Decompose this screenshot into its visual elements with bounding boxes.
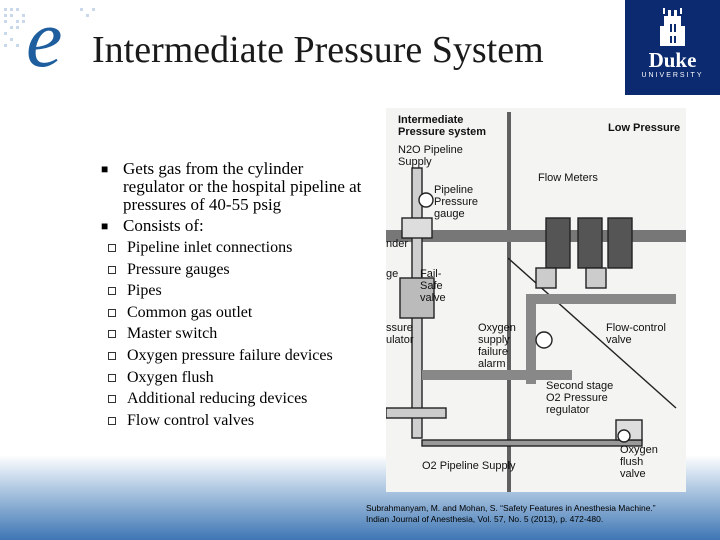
bullet-list: ■ Gets gas from the cylinder regulator o… (101, 160, 363, 433)
sub-bullet-item: Flow control valves (100, 412, 363, 430)
square-bullet-icon: ■ (101, 219, 109, 233)
diagram-heading: Intermediate Pressure system (398, 114, 487, 138)
diagram-second-stage: Second stage O2 Pressure regulator (546, 380, 614, 416)
bullet-text: Consists of: (123, 216, 204, 235)
hollow-square-bullet-icon (108, 351, 116, 360)
diagram-o2-supply: O2 Pipeline Supply (422, 460, 516, 472)
sub-bullet-text: Pipeline inlet connections (127, 239, 293, 256)
svg-text:e: e (26, 0, 62, 84)
hollow-square-bullet-icon (108, 395, 116, 404)
hollow-square-bullet-icon (108, 373, 116, 382)
diagram-flow-meters: Flow Meters (538, 172, 598, 184)
sub-bullet-text: Flow control valves (127, 411, 255, 429)
hollow-square-bullet-icon (108, 244, 116, 252)
hollow-square-bullet-icon (108, 308, 116, 317)
diagram-n2o-supply: N2O Pipeline Supply (398, 144, 463, 168)
citation-line: Indian Journal of Anesthesia, Vol. 57, N… (366, 514, 604, 524)
sub-bullet-item: Additional reducing devices (100, 390, 363, 408)
duke-subtitle: UNIVERSITY (641, 72, 704, 79)
sub-bullet-item: Oxygen flush (100, 369, 363, 387)
sub-bullet-text: Pressure gauges (127, 260, 230, 278)
sub-bullet-item: Master switch (100, 325, 363, 343)
citation-line: Subrahmanyam, M. and Mohan, S. “Safety F… (366, 503, 656, 513)
bullet-item: ■ Gets gas from the cylinder regulator o… (101, 160, 363, 214)
sub-bullet-item: Pressure gauges (100, 261, 363, 279)
diagram-cut-label: ulator (386, 334, 414, 346)
sub-bullet-list: Pipeline inlet connections Pressure gaug… (108, 239, 363, 430)
sub-bullet-item: Oxygen pressure failure devices (100, 347, 363, 365)
square-bullet-icon: ■ (101, 162, 109, 176)
diagram-cut-label: ge (386, 268, 399, 280)
hollow-square-bullet-icon (108, 265, 116, 274)
diagram-cut-label: ssure (386, 322, 413, 334)
sub-bullet-text: Additional reducing devices (127, 390, 308, 408)
sub-bullet-text: Oxygen flush (127, 368, 214, 386)
hollow-square-bullet-icon (108, 330, 116, 339)
citation: Subrahmanyam, M. and Mohan, S. “Safety F… (366, 503, 716, 525)
e-logo: e (0, 0, 110, 85)
sub-bullet-text: Master switch (127, 325, 218, 343)
diagram-low-pressure: Low Pressure (608, 122, 681, 134)
slide-title: Intermediate Pressure System (92, 29, 544, 71)
hollow-square-bullet-icon (108, 416, 116, 425)
sub-bullet-item: Pipes (100, 282, 363, 300)
diagram-flow-control: Flow-control valve (606, 322, 666, 346)
diagram-o2-alarm: Oxygen supply failure alarm (478, 322, 516, 370)
bullet-item: ■ Consists of: Pipeline inlet connection… (101, 217, 363, 430)
diagram-o2-flush: Oxygen flush valve (620, 444, 658, 480)
sub-bullet-text: Pipes (127, 282, 162, 300)
anesthesia-machine-diagram: Intermediate Pressure system Low Pressur… (386, 108, 686, 492)
diagram-cut-label: nder (386, 238, 409, 250)
sub-bullet-text: Common gas outlet (127, 303, 253, 321)
sub-bullet-item: Pipeline inlet connections (100, 239, 363, 257)
diagram-failsafe: Fail-Safe valve (420, 268, 446, 304)
hollow-square-bullet-icon (108, 287, 116, 296)
duke-wordmark: Duke (648, 48, 697, 72)
sub-bullet-item: Common gas outlet (100, 304, 363, 322)
diagram-pipeline-gauge: Pipeline Pressure gauge (434, 184, 479, 220)
sub-bullet-text: Oxygen pressure failure devices (127, 346, 333, 364)
duke-logo: Duke UNIVERSITY (625, 0, 720, 95)
bullet-text: Gets gas from the cylinder regulator or … (123, 159, 362, 214)
